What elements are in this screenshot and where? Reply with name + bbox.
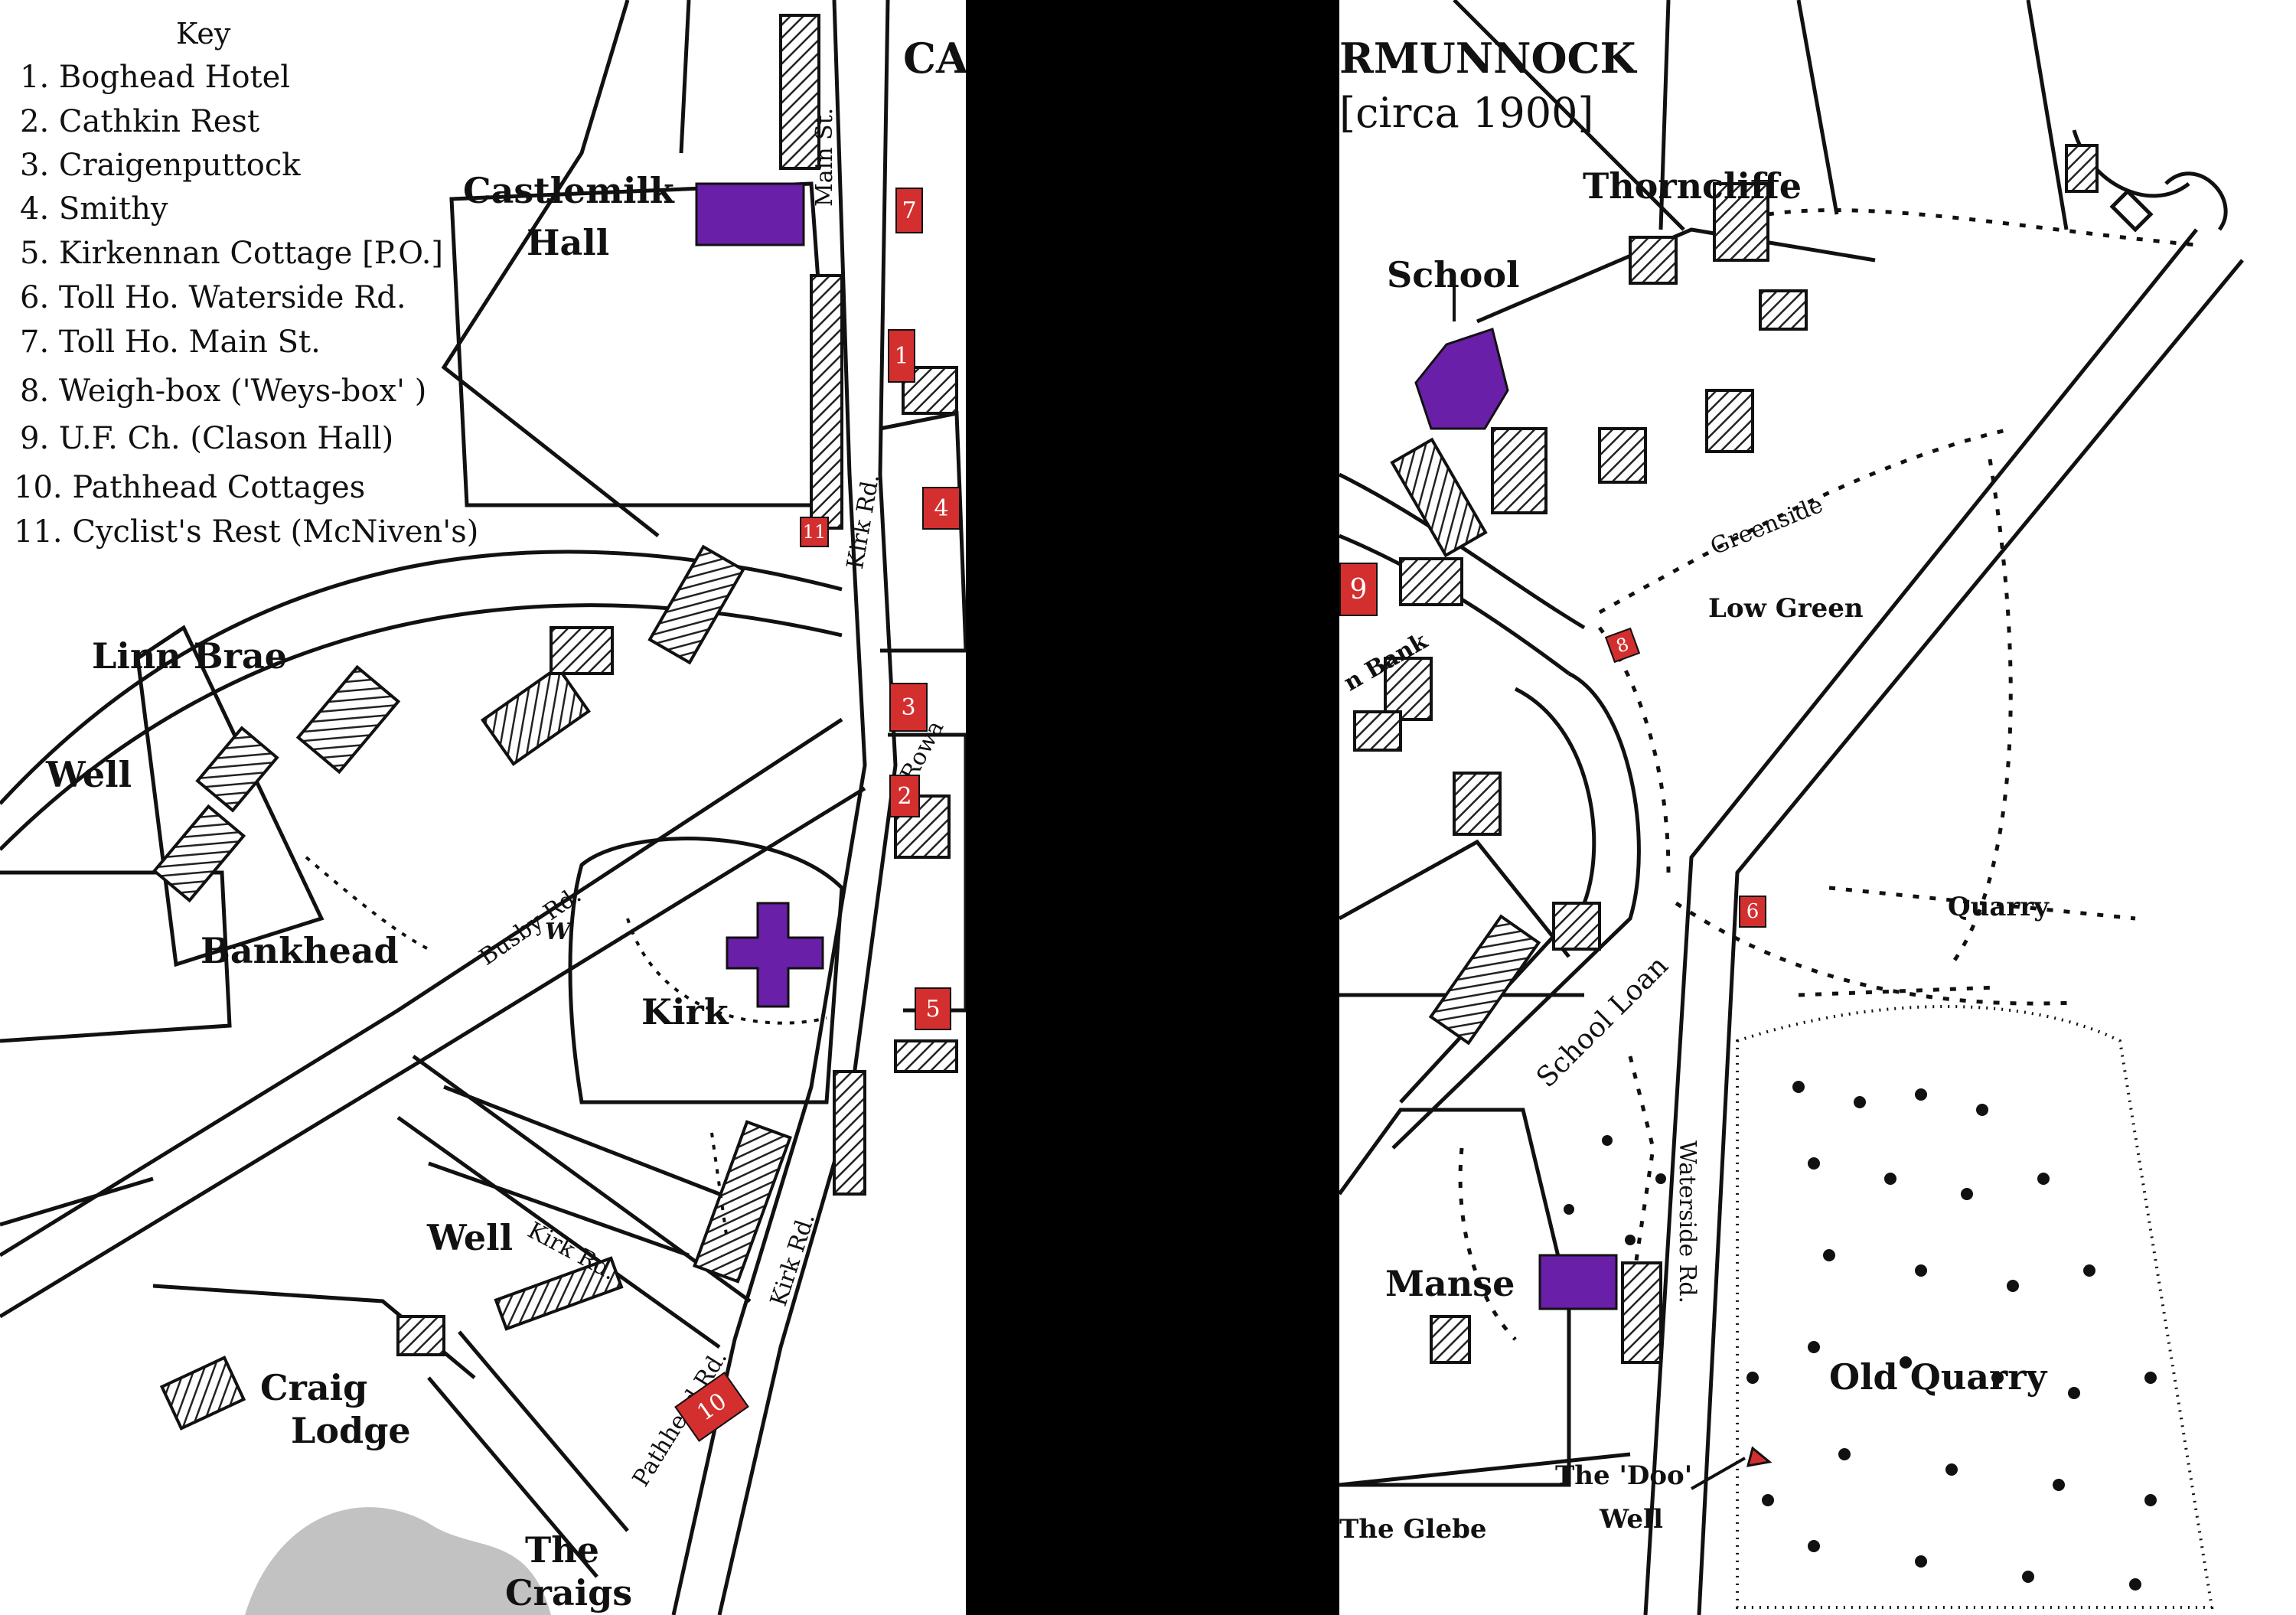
marker-6: 6	[1739, 896, 1766, 928]
marker-1: 1	[888, 329, 915, 383]
label-doo-well-1: The 'Doo'	[1555, 1460, 1693, 1491]
marker-3: 3	[889, 683, 928, 732]
key-item-10: 10. Pathhead Cottages	[14, 470, 366, 505]
key-item-9: 9. U.F. Ch. (Clason Hall)	[20, 421, 394, 456]
label-w-mark: W	[545, 918, 571, 945]
key-item-6: 6. Toll Ho. Waterside Rd.	[20, 280, 406, 315]
map-title-right: RMUNNOCK	[1339, 34, 1636, 83]
key-item-1: 1. Boghead Hotel	[20, 60, 291, 95]
label-kirk: Kirk	[641, 991, 729, 1033]
school-highlight	[1414, 328, 1509, 430]
marker-11: 11	[800, 517, 829, 547]
label-well-left: Well	[46, 754, 132, 795]
label-thorncliffe: Thorncliffe	[1583, 165, 1802, 207]
label-castlemilk: Castlemilk	[463, 170, 674, 211]
key-item-2: 2. Cathkin Rest	[20, 104, 260, 139]
key-item-4: 4. Smithy	[20, 191, 168, 227]
map-linework-right	[1339, 0, 2244, 1615]
key-item-3: 3. Craigenputtock	[20, 148, 301, 183]
label-well-kirk-rd: Well	[427, 1217, 514, 1258]
marker-4: 4	[922, 487, 960, 530]
map-title-left: CA	[903, 34, 966, 83]
road-main-st: Main St.	[811, 107, 838, 207]
map-linework-left	[0, 0, 966, 1615]
road-waterside-rd: Waterside Rd.	[1674, 1140, 1701, 1304]
marker-7: 7	[895, 188, 923, 233]
marker-9: 9	[1339, 563, 1378, 616]
label-craigs: Craigs	[505, 1572, 633, 1613]
label-old-quarry: Old Quarry	[1829, 1356, 2047, 1398]
castlemilk-hall-highlight	[695, 182, 805, 246]
label-craig: Craig	[260, 1367, 368, 1408]
label-manse: Manse	[1385, 1263, 1515, 1304]
label-bankhead: Bankhead	[201, 930, 399, 971]
map-panel-right: RMUNNOCK [circa 1900] Thorncliffe School…	[1339, 0, 2296, 1615]
label-the-glebe: The Glebe	[1339, 1514, 1487, 1545]
label-lodge: Lodge	[291, 1410, 411, 1451]
label-the: The	[525, 1529, 599, 1571]
label-quarry: Quarry	[1948, 892, 2049, 922]
key-item-11: 11. Cyclist's Rest (McNiven's)	[14, 514, 479, 550]
label-hall: Hall	[527, 222, 610, 263]
doo-well-marker	[1746, 1446, 1773, 1467]
key-item-5: 5. Kirkennan Cottage [P.O.]	[20, 236, 444, 271]
label-low-green: Low Green	[1708, 593, 1864, 624]
manse-highlight	[1538, 1254, 1618, 1310]
map-subtitle: [circa 1900]	[1339, 89, 1594, 137]
key-item-7: 7. Toll Ho. Main St.	[20, 325, 321, 360]
label-linn-brae: Linn Brae	[92, 635, 287, 677]
label-doo-well-2: Well	[1600, 1504, 1663, 1535]
kirk-highlight	[726, 902, 824, 1008]
label-school: School	[1387, 254, 1520, 295]
map-panel-left: Key 1. Boghead Hotel 2. Cathkin Rest 3. …	[0, 0, 966, 1615]
marker-5: 5	[915, 987, 951, 1030]
marker-2: 2	[889, 775, 920, 817]
key-heading: Key	[176, 17, 231, 51]
key-item-8: 8. Weigh-box ('Weys-box' )	[20, 374, 427, 409]
